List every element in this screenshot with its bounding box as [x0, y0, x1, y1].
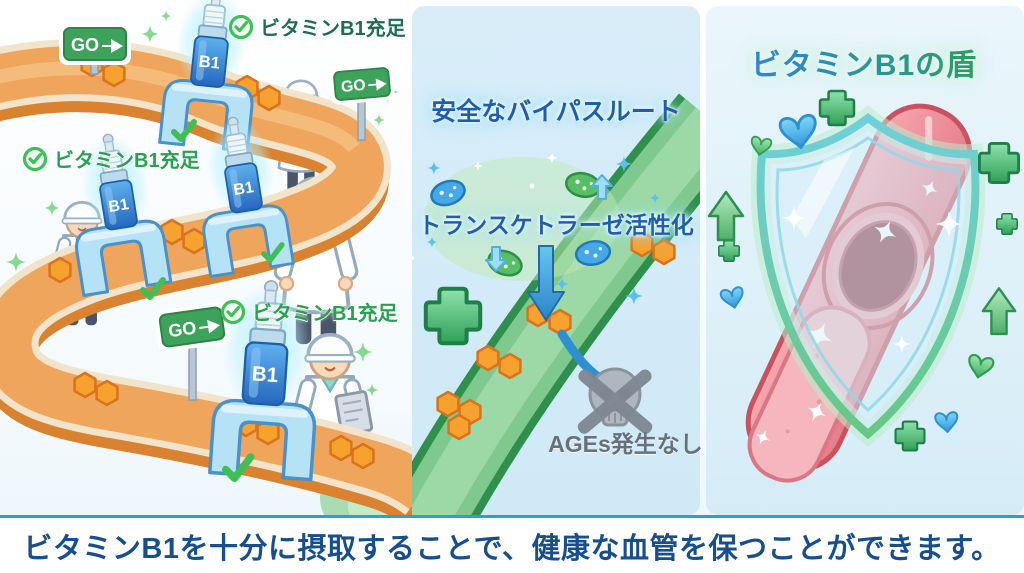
go-sign-label: GO [167, 318, 198, 342]
heart-icon [933, 410, 960, 434]
b1-injector-4: B1 [217, 276, 317, 417]
shield-illustration [707, 89, 1020, 483]
up-arrow-icon [707, 190, 745, 242]
shield [750, 105, 986, 448]
bypass-panel [378, 6, 746, 561]
worker-bottom-clipboard [288, 332, 374, 492]
bottom-banner: ビタミンB1を十分に摂取することで、健康な血管を保つことができます。 [0, 515, 1024, 573]
sign-post [188, 341, 197, 401]
b1-injector-3: B1 [198, 111, 283, 224]
go-sign-1: GO [58, 22, 132, 66]
b1-sufficient-label-bottom: ビタミンB1充足 [220, 297, 398, 326]
conveyor-panel: B1 B1 B1 B1 GO GO GO [0, 0, 412, 515]
check-circle-icon [22, 146, 48, 171]
b1-sufficient-label-top: ビタミンB1充足 [228, 12, 406, 41]
sign-post [357, 97, 366, 141]
b1-device-label: B1 [232, 179, 255, 199]
bypass-route-title: 安全なバイパスルート [431, 98, 681, 126]
heart-icon [964, 353, 996, 381]
no-ages-label: AGEs発生なし [548, 431, 703, 457]
bypass-illustration [378, 93, 746, 561]
b1-device-label: B1 [198, 52, 221, 73]
shield-panel [706, 6, 1024, 515]
banner-text: ビタミンB1を十分に摂取することで、健康な血管を保つことができます。 [23, 532, 1001, 565]
b1-device-label: B1 [251, 362, 279, 387]
b1-sufficient-text: ビタミンB1充足 [252, 303, 398, 325]
b1-sufficient-label-left: ビタミンB1充足 [22, 144, 200, 173]
go-sign-3: GO [152, 300, 232, 354]
b1-injector-2: B1 [73, 128, 158, 241]
b1-device-label: B1 [107, 196, 130, 216]
sparkles-white [410, 152, 558, 260]
go-sign-label: GO [71, 35, 99, 55]
shield-title: ビタミンB1の盾 [714, 40, 1014, 84]
b1-sufficient-text: ビタミンB1充足 [54, 150, 200, 172]
plus-icon-large [426, 289, 480, 343]
check-circle-icon [220, 299, 246, 324]
check-circle-icon [228, 14, 254, 39]
go-sign-2: GO [327, 61, 397, 107]
go-sign-label: GO [340, 77, 366, 96]
skull-no-ages-icon [577, 367, 653, 434]
b1-injector-1: B1 [170, 0, 253, 97]
transketolase-label: トランスケトラーゼ活性化 [418, 212, 694, 238]
down-arrow [527, 245, 565, 321]
heart-icon [718, 285, 747, 311]
up-arrow-icon [981, 287, 1017, 336]
b1-sufficient-text: ビタミンB1充足 [260, 18, 406, 40]
bypass-road [378, 93, 746, 561]
